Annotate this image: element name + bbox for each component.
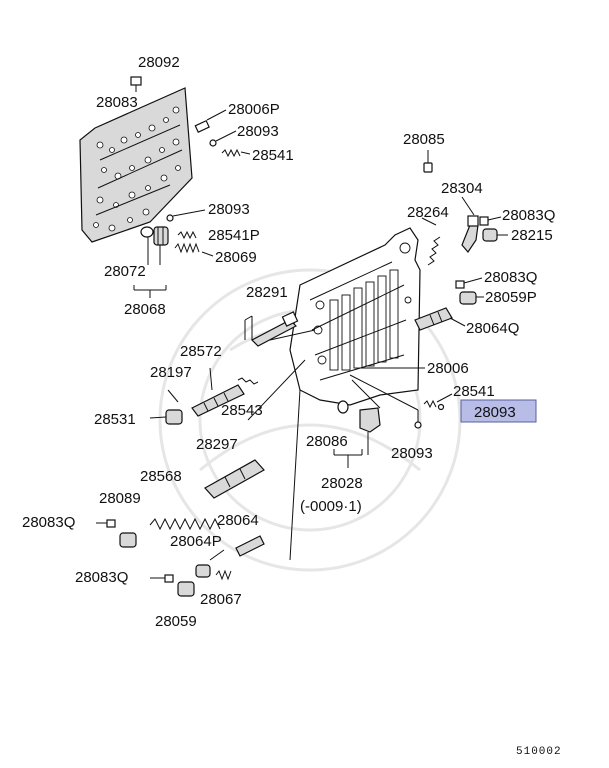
- valve-28572: [191, 367, 245, 417]
- valve-body: [289, 227, 421, 406]
- label-28541P: 28541P: [208, 227, 260, 244]
- piston-28068: [153, 226, 169, 246]
- ball-28093-a: [209, 130, 237, 147]
- plug-28531: [149, 409, 183, 425]
- label-28059P: 28059P: [485, 289, 537, 306]
- retainer-28083Q-c: [96, 519, 116, 528]
- leader-28068: [133, 237, 167, 298]
- label-28028-note: (-0009·1): [300, 498, 362, 515]
- pin-28197: [167, 389, 179, 403]
- leader-lines-body: [247, 329, 419, 561]
- label-28083Q-d: 28083Q: [75, 569, 128, 586]
- spring-28568: [149, 517, 221, 531]
- label-28093-highlight: 28093: [474, 404, 516, 421]
- valve-28297: [204, 459, 265, 499]
- label-28083: 28083: [96, 94, 138, 111]
- label-28028: 28028: [321, 475, 363, 492]
- label-28568: 28568: [140, 468, 182, 485]
- label-28093-a: 28093: [237, 123, 279, 140]
- label-28072: 28072: [104, 263, 146, 280]
- spring-28541P: [177, 230, 197, 240]
- label-28083Q-b: 28083Q: [484, 269, 537, 286]
- oring-28072: [140, 226, 154, 238]
- plug-28089: [119, 532, 137, 548]
- label-28531: 28531: [94, 411, 136, 428]
- spring-28069: [174, 242, 214, 257]
- label-28089: 28089: [99, 490, 141, 507]
- plug-28085: [423, 150, 433, 173]
- separator-plate: [79, 87, 193, 243]
- label-28083Q-a: 28083Q: [502, 207, 555, 224]
- label-28069: 28069: [215, 249, 257, 266]
- label-28093-b: 28093: [208, 201, 250, 218]
- label-28304: 28304: [441, 180, 483, 197]
- retainer-28083Q-d: [150, 574, 174, 583]
- valve-28064Q: [414, 307, 466, 331]
- valve-28064P: [195, 549, 225, 578]
- label-28086: 28086: [306, 433, 348, 450]
- oring-28086: [337, 400, 349, 414]
- pin-28006P: [194, 109, 227, 133]
- label-28067: 28067: [200, 591, 242, 608]
- label-28197: 28197: [150, 364, 192, 381]
- ball-28093-c: [414, 421, 422, 429]
- spring-28541-a: [221, 148, 251, 158]
- highlight-box-28093: [460, 399, 537, 423]
- bracket-28028: [333, 449, 363, 468]
- label-28572: 28572: [180, 343, 222, 360]
- ball-28093-highlight: [437, 403, 445, 411]
- label-28083Q-c: 28083Q: [22, 514, 75, 531]
- solenoid-28028: [359, 407, 381, 455]
- label-28093-c: 28093: [391, 445, 433, 462]
- spring-28264: [421, 217, 441, 266]
- diagram-code: 510002: [516, 746, 562, 758]
- label-28064P: 28064P: [170, 533, 222, 550]
- label-28543: 28543: [221, 402, 263, 419]
- label-28068: 28068: [124, 301, 166, 318]
- spring-28541-b: [423, 393, 453, 409]
- spring-28067: [215, 569, 232, 581]
- retainer-28083Q-a: [479, 216, 502, 226]
- label-28264: 28264: [407, 204, 449, 221]
- bolt-28092: [130, 76, 142, 92]
- valve-28304: [461, 196, 479, 253]
- plug-28215: [482, 228, 508, 242]
- label-28059: 28059: [155, 613, 197, 630]
- label-28085: 28085: [403, 131, 445, 148]
- spring-28543: [237, 377, 259, 385]
- label-28092: 28092: [138, 54, 180, 71]
- plug-28059: [177, 581, 195, 597]
- label-28006P: 28006P: [228, 101, 280, 118]
- label-28215: 28215: [511, 227, 553, 244]
- valve-28064: [235, 535, 265, 557]
- label-28297: 28297: [196, 436, 238, 453]
- label-28064Q: 28064Q: [466, 320, 519, 337]
- plug-28059P: [459, 291, 484, 305]
- label-28541-a: 28541: [252, 147, 294, 164]
- label-28291: 28291: [246, 284, 288, 301]
- label-28064: 28064: [217, 512, 259, 529]
- ball-28093-b: [166, 209, 206, 222]
- valve-28291: [244, 311, 299, 347]
- label-28541-b: 28541: [453, 383, 495, 400]
- label-28006: 28006: [427, 360, 469, 377]
- retainer-28083Q-b: [455, 277, 483, 289]
